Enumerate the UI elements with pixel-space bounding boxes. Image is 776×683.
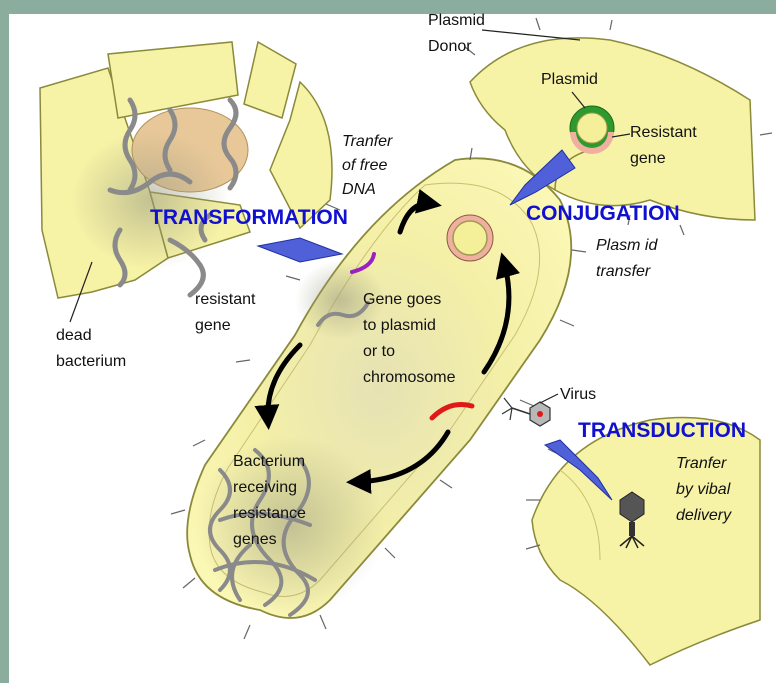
label-transduction: TRANSDUCTION [578,419,746,442]
dna-shadow-left [70,130,230,270]
frame-left [0,0,9,683]
label-plasmid: Plasmid [541,71,598,88]
label-transformation: TRANSFORMATION [150,206,348,229]
frame-top [0,0,776,14]
label-conjugation: CONJUGATION [526,202,680,225]
label-virus: Virus [560,386,596,403]
